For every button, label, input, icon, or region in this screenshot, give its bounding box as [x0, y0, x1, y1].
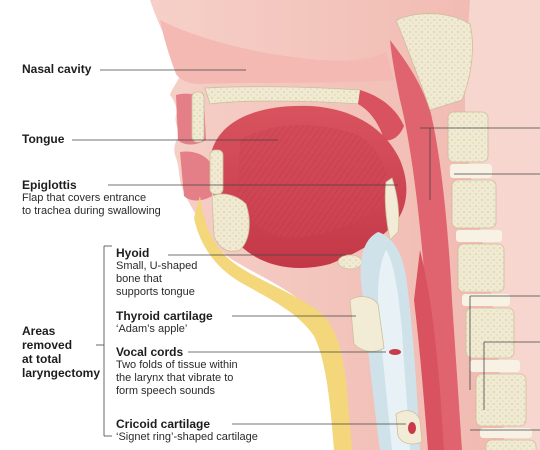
epiglottis-desc-1: Flap that covers entrance	[22, 192, 147, 204]
label-areas-removed: Areas removed at total laryngectomy	[22, 324, 100, 380]
label-cricoid-cartilage: Cricoid cartilage ‘Signet ring’-shaped c…	[116, 417, 258, 444]
label-thyroid-cartilage: Thyroid cartilage ‘Adam’s apple’	[116, 309, 213, 336]
intervertebral-discs	[450, 164, 532, 438]
hyoid-desc-3: supports tongue	[116, 286, 195, 298]
epiglottis-title: Epiglottis	[22, 178, 77, 192]
lower-teeth	[209, 149, 224, 195]
epiglottis-desc-2: to trachea during swallowing	[22, 205, 161, 217]
label-nasal-cavity: Nasal cavity	[22, 62, 91, 76]
label-hyoid: Hyoid Small, U-shaped bone that supports…	[116, 246, 197, 299]
areas-removed-line-1: Areas	[22, 324, 56, 338]
hyoid-desc-1: Small, U-shaped	[116, 260, 198, 272]
nasal-cavity-title: Nasal cavity	[22, 62, 92, 76]
right-leader-lines	[420, 127, 540, 431]
oesophagus	[414, 250, 444, 450]
pharynx-wall	[390, 40, 462, 450]
vocal-cord-fold	[389, 349, 401, 355]
hyoid-title: Hyoid	[116, 246, 150, 260]
tongue-fibres	[238, 125, 389, 238]
submandibular-fat	[194, 196, 352, 450]
upper-teeth	[191, 91, 205, 143]
areas-removed-line-3: at total	[22, 352, 62, 366]
vocal-cords-desc-1: Two folds of tissue within	[116, 359, 238, 371]
vertebrae	[447, 111, 537, 450]
vocal-cords-desc-3: form speech sounds	[116, 385, 216, 397]
thyroid-cartilage-shape	[349, 296, 385, 352]
lower-lip	[180, 151, 212, 201]
label-epiglottis: Epiglottis Flap that covers entrance to …	[22, 178, 161, 218]
areas-removed-line-2: removed	[22, 338, 73, 352]
hyoid-bone	[337, 254, 363, 270]
cricoid-title: Cricoid cartilage	[116, 417, 211, 431]
hyoid-desc-2: bone that	[116, 273, 162, 285]
tongue-title: Tongue	[22, 132, 65, 146]
leader-lines	[72, 69, 406, 437]
skull-base	[395, 13, 473, 111]
areas-removed-line-4: laryngectomy	[22, 366, 101, 380]
vocal-cords-desc-2: the larynx that vibrate to	[116, 372, 234, 384]
label-vocal-cords: Vocal cords Two folds of tissue within t…	[116, 345, 238, 398]
palate-bone	[204, 86, 363, 105]
cricoid-desc-1: ‘Signet ring’-shaped cartilage	[116, 431, 258, 443]
mandible	[211, 193, 250, 252]
nasal-cavity-shape	[160, 20, 394, 84]
thyroid-desc-1: ‘Adam’s apple’	[116, 323, 188, 335]
cricoid-red	[408, 422, 416, 434]
thyroid-title: Thyroid cartilage	[116, 309, 213, 323]
vocal-cords-title: Vocal cords	[116, 345, 184, 359]
soft-palate	[358, 90, 404, 141]
label-tongue: Tongue	[22, 132, 64, 146]
